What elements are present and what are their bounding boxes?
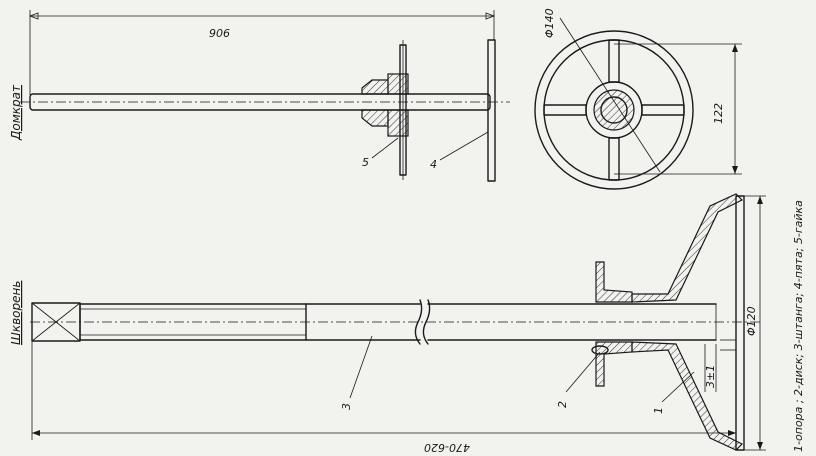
callout-3: 3 [340, 403, 353, 410]
rod-callouts: 3 2 1 [340, 335, 695, 414]
jack-view: Домкрат 906 [9, 10, 510, 182]
bracket-span-label: 122 [712, 103, 725, 124]
callout-4: 4 [430, 158, 437, 171]
jack-callouts: 5 4 [362, 131, 489, 171]
rod-length-label: 470-620 [424, 441, 470, 454]
base-diameter-dimension: Φ120 [744, 195, 766, 451]
parts-legend: 1-опора ; 2-диск; 3-штанга; 4-пята; 5-га… [792, 200, 805, 452]
rod-shaft [30, 299, 760, 345]
disk-end-view: Φ140 122 [534, 8, 742, 190]
jack-title: Домкрат [9, 84, 23, 141]
jack-nut [361, 73, 409, 137]
callout-5: 5 [362, 156, 369, 169]
jack-length-dimension: 906 [28, 10, 496, 95]
jack-disk [399, 40, 407, 180]
rod-base-plate [715, 195, 745, 451]
callout-2: 2 [556, 401, 569, 408]
rod-view: Шкворень [9, 193, 766, 454]
rod-title: Шкворень [9, 281, 23, 345]
gap-dimension: 3±1 [704, 344, 717, 392]
disk-diameter-label: Φ140 [543, 8, 556, 38]
rod-disk-bracket [591, 261, 633, 387]
base-diameter-label: Φ120 [745, 306, 758, 336]
jack-heel-plate [487, 39, 496, 182]
gap-label: 3±1 [704, 365, 717, 388]
jack-shaft [20, 93, 510, 111]
rod-length-dimension: 470-620 [31, 341, 736, 454]
callout-1: 1 [652, 407, 665, 414]
jack-length-label: 906 [209, 26, 230, 39]
